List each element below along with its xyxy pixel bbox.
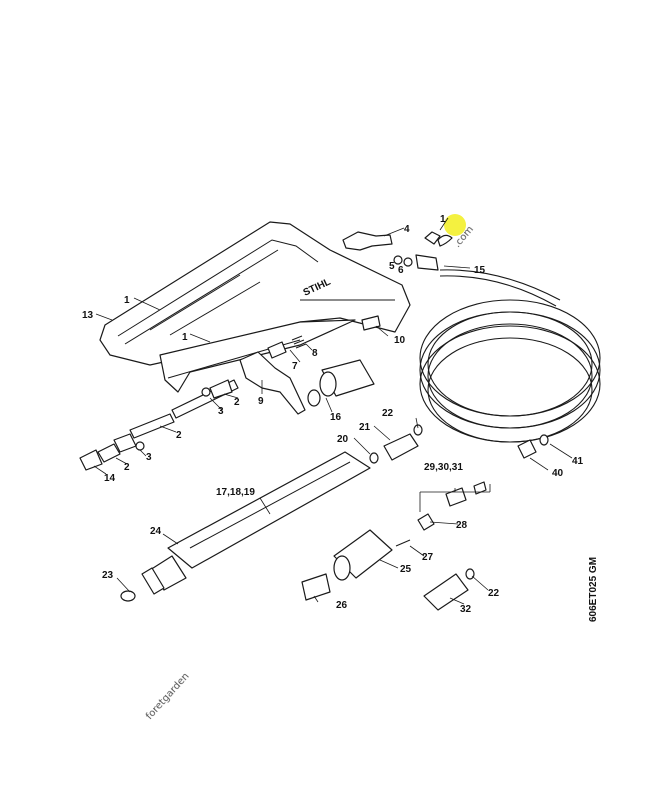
callout-15: 15 (474, 265, 486, 276)
callout-32: 32 (460, 604, 472, 615)
valve-parts (267, 335, 307, 359)
connector-parts-top (342, 231, 453, 271)
callout-21: 21 (359, 422, 371, 433)
callout-29-30-31: 29,30,31 (424, 462, 463, 473)
lance-tube (120, 451, 371, 602)
callout-3-lower: 3 (146, 452, 152, 463)
gun-housing: STIHL (99, 221, 411, 393)
callout-8: 8 (312, 348, 318, 359)
label-sticker-26 (301, 573, 331, 601)
callout-2-rod: 2 (176, 430, 182, 441)
callout-27: 27 (422, 552, 434, 563)
trigger (239, 351, 306, 415)
callout-28: 28 (456, 520, 468, 531)
callout-14: 14 (104, 473, 116, 484)
callout-17-18-19: 17,18,19 (216, 487, 255, 498)
hose-coil (419, 269, 601, 443)
callout-13: 13 (82, 310, 94, 321)
drawing-code: 606ET025 GM (588, 557, 599, 622)
callout-23: 23 (102, 570, 114, 581)
fitting-32 (423, 568, 475, 611)
nozzle-25 (333, 529, 411, 581)
callout-1-mid: 1 (182, 332, 188, 343)
callout-24: 24 (150, 526, 162, 537)
callout-2-upper: 2 (234, 397, 240, 408)
callout-2-lower: 2 (124, 462, 130, 473)
callout-1-top-left: 1 (124, 295, 130, 306)
callout-40: 40 (552, 468, 564, 479)
leader-lines (93, 217, 573, 605)
callout-26: 26 (336, 600, 348, 611)
callout-22-lower: 22 (488, 588, 500, 599)
callout-labels: 1 1 1 13 4 5 6 15 10 8 7 9 16 2 3 2 3 2 … (82, 214, 584, 615)
svg-text:foretgarden: foretgarden (144, 671, 192, 722)
highlight-marker (444, 214, 466, 236)
callout-4: 4 (404, 224, 410, 235)
callout-3-upper: 3 (218, 406, 224, 417)
connector-16 (307, 359, 375, 407)
callout-22-upper: 22 (382, 408, 394, 419)
callout-41: 41 (572, 456, 584, 467)
callout-25: 25 (400, 564, 412, 575)
rod-and-seals (79, 379, 239, 471)
fitting-21 (369, 424, 423, 464)
callout-20: 20 (337, 434, 349, 445)
callout-7: 7 (292, 361, 298, 372)
callout-9: 9 (258, 396, 264, 407)
callout-10: 10 (394, 335, 406, 346)
nozzle-insert-40 (517, 434, 549, 459)
callout-6: 6 (398, 265, 404, 276)
callout-16: 16 (330, 412, 342, 423)
callout-1-clip: 1 (440, 214, 446, 225)
seal-kit (417, 481, 491, 531)
callout-5: 5 (389, 261, 395, 272)
